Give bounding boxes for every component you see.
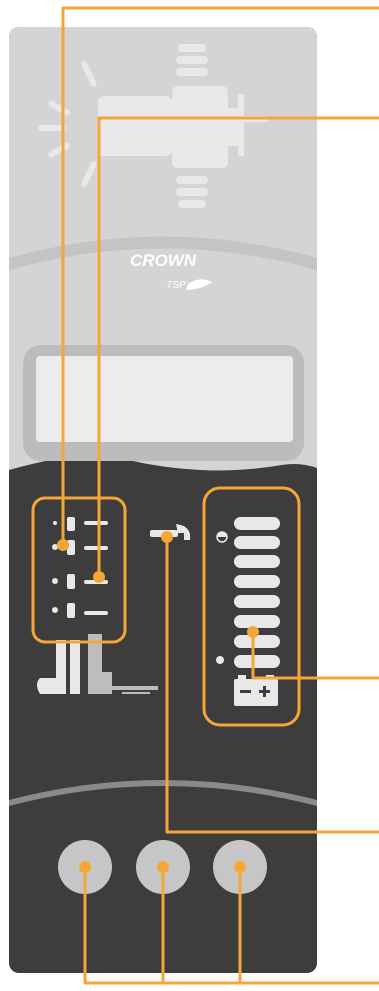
callout-dot-height (93, 571, 105, 583)
svg-text:TSP: TSP (166, 280, 186, 291)
lcd-display (36, 356, 293, 442)
callout-dot-wrench (161, 531, 173, 543)
battery-icon (234, 675, 278, 706)
callout-dot-button-2 (157, 861, 169, 873)
battery-low-indicator-icon (216, 656, 224, 664)
callout-dot-warning (57, 539, 69, 551)
callout-dot-button-1 (79, 861, 91, 873)
callout-dot-button-3 (234, 861, 246, 873)
crown-logo: CROWN (130, 251, 197, 270)
callout-dot-battery (247, 626, 259, 638)
